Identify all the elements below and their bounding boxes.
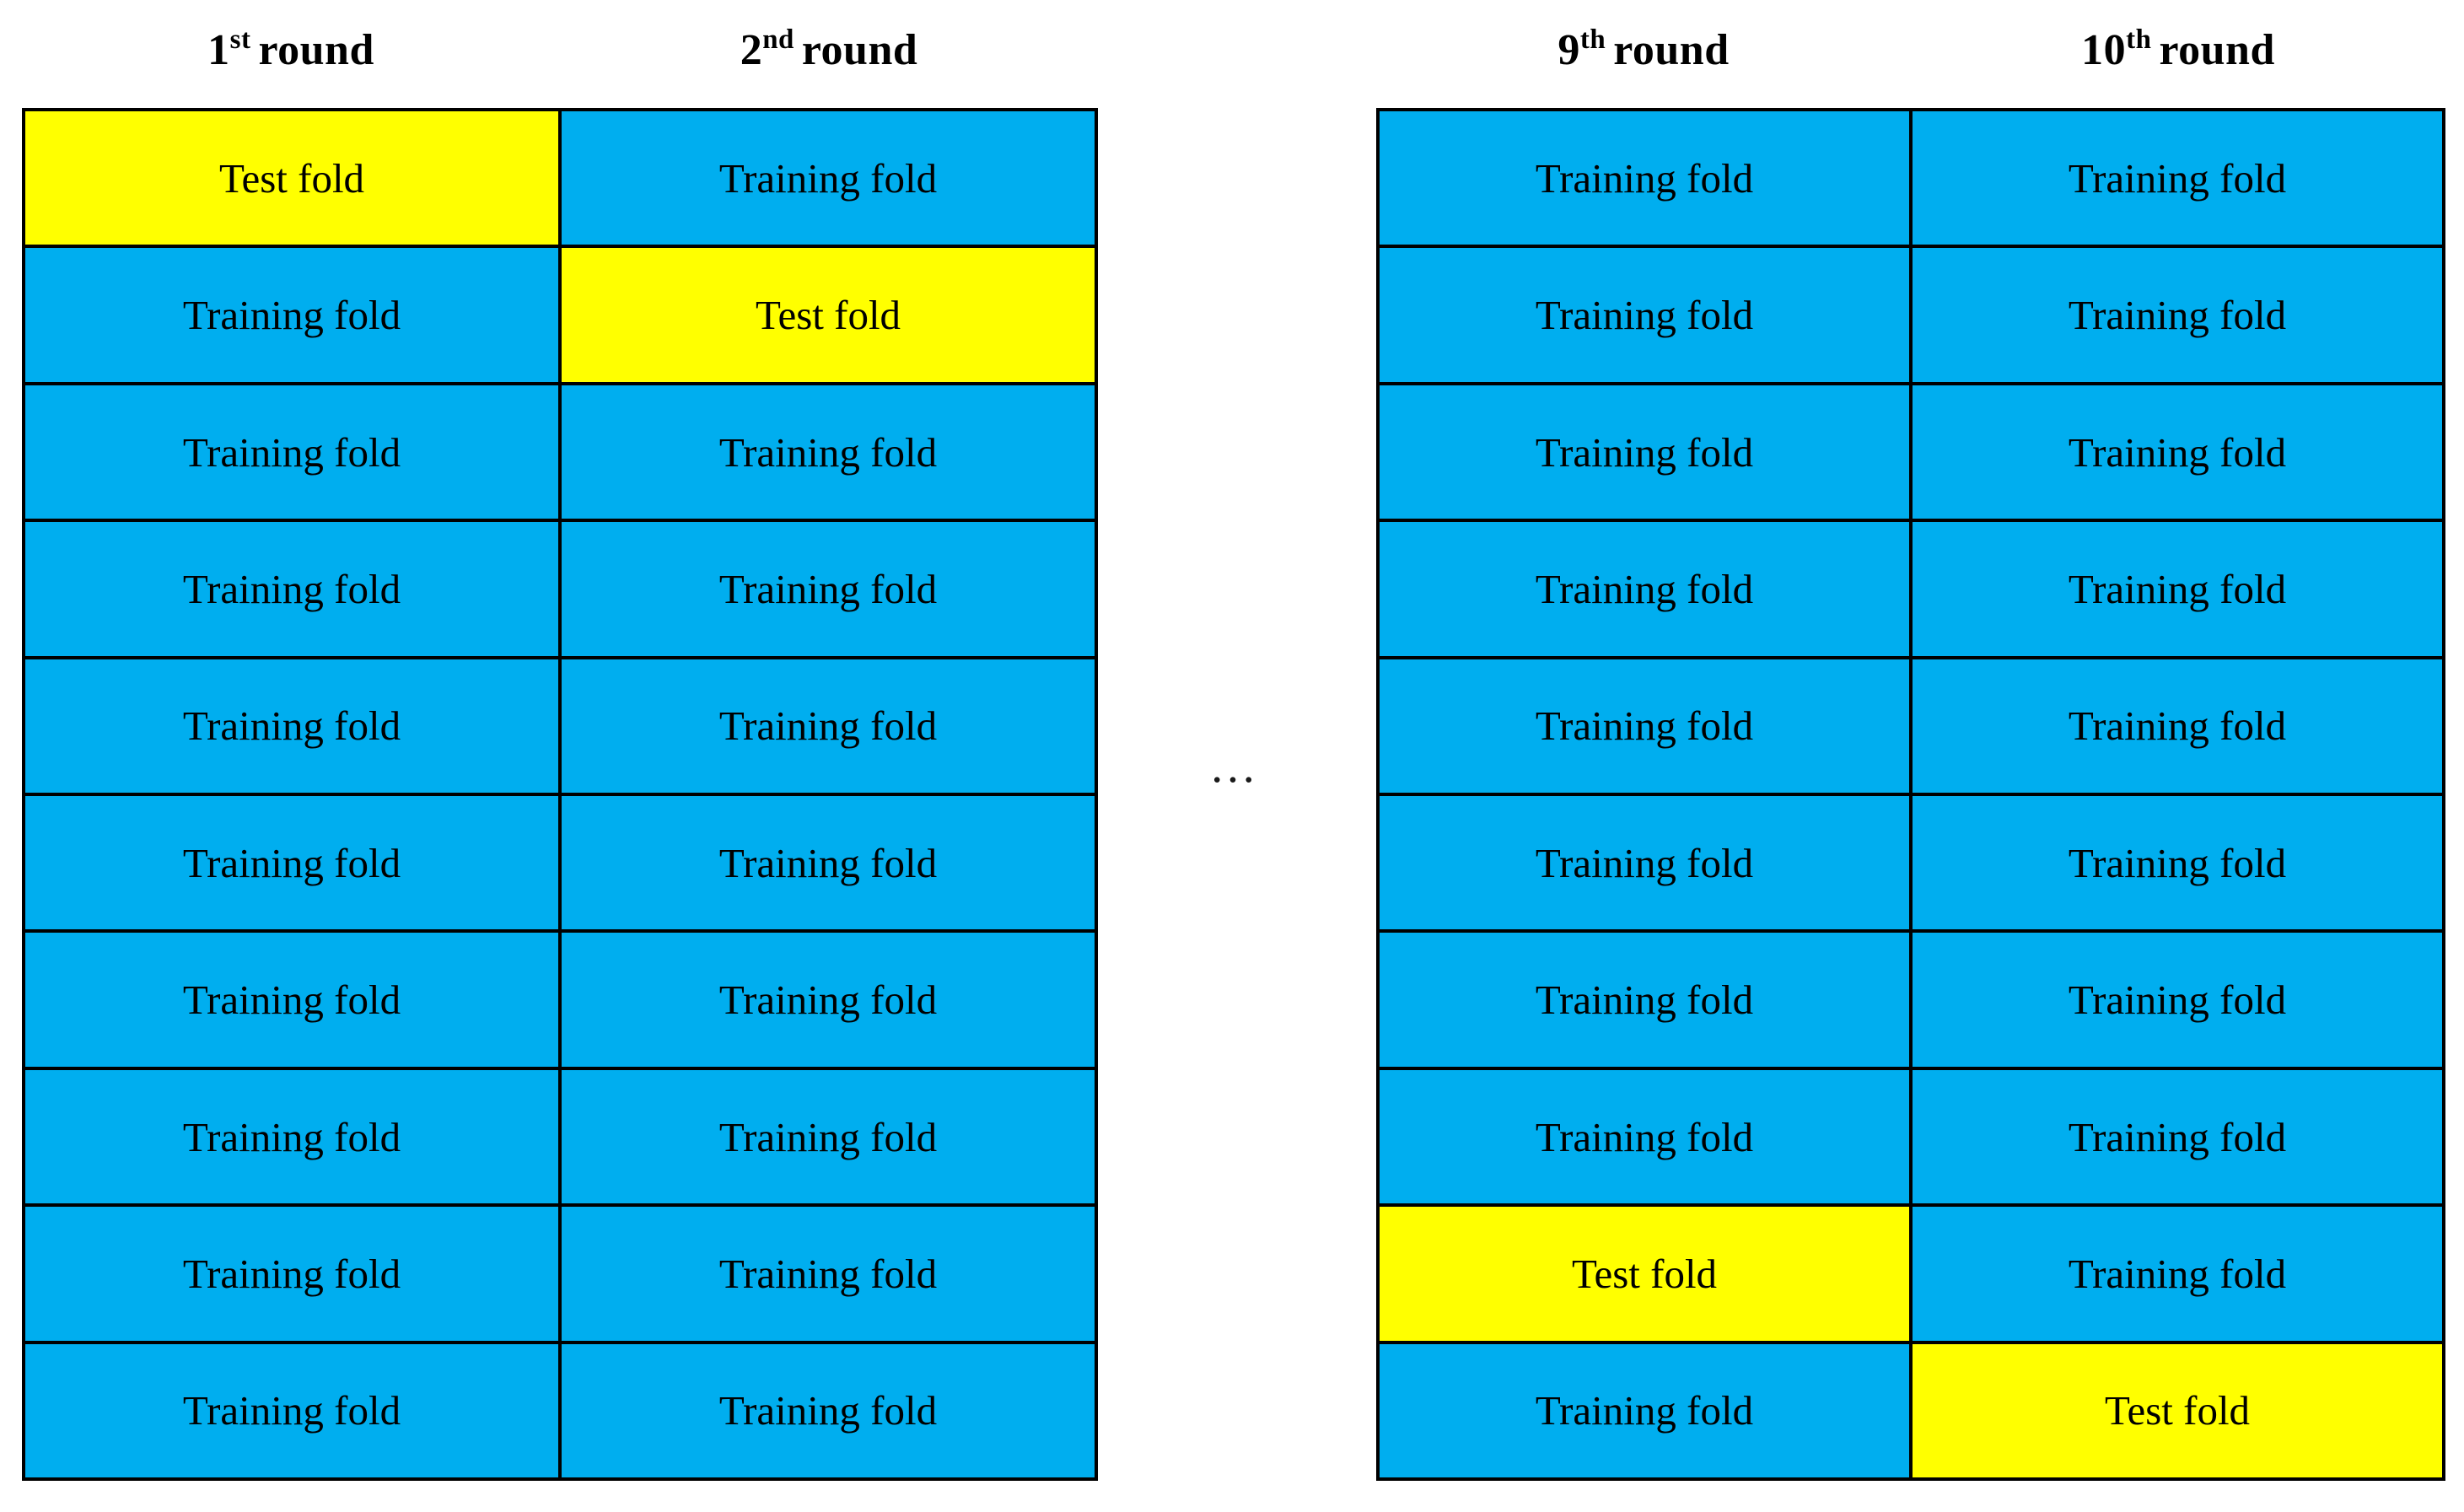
training-fold-cell: Training fold — [1913, 111, 2442, 249]
training-fold-cell: Training fold — [25, 1069, 558, 1208]
training-fold-cell: Training fold — [1380, 522, 1909, 659]
training-fold-cell: Training fold — [562, 796, 1095, 934]
test-fold-cell: Test fold — [1380, 1207, 1909, 1344]
test-fold-cell: Test fold — [25, 111, 558, 249]
round-header-number: 2 — [740, 25, 763, 74]
training-fold-cell: Training fold — [1380, 659, 1909, 797]
round-header-word: round — [1613, 25, 1730, 74]
ellipsis-separator: … — [1209, 740, 1265, 793]
training-fold-cell: Training fold — [1380, 111, 1909, 249]
training-fold-cell: Training fold — [1913, 659, 2442, 797]
training-fold-cell: Training fold — [1913, 1069, 2442, 1208]
training-fold-cell: Training fold — [1380, 1069, 1909, 1208]
training-fold-cell: Training fold — [25, 1343, 558, 1478]
training-fold-cell: Training fold — [25, 385, 558, 523]
training-fold-cell: Training fold — [25, 933, 558, 1070]
training-fold-cell: Training fold — [1913, 796, 2442, 934]
round-header-number: 1 — [207, 25, 230, 74]
training-fold-cell: Training fold — [562, 659, 1095, 797]
training-fold-cell: Training fold — [1913, 933, 2442, 1070]
training-fold-cell: Training fold — [562, 1207, 1095, 1344]
round-header-word: round — [801, 25, 918, 74]
training-fold-cell: Training fold — [1913, 522, 2442, 659]
training-fold-cell: Training fold — [1380, 933, 1909, 1070]
training-fold-cell: Training fold — [562, 385, 1095, 523]
training-fold-cell: Training fold — [25, 522, 558, 659]
training-fold-cell: Training fold — [562, 1069, 1095, 1208]
training-fold-cell: Training fold — [1380, 796, 1909, 934]
training-fold-cell: Training fold — [1913, 385, 2442, 523]
training-fold-cell: Training fold — [1913, 248, 2442, 385]
training-fold-cell: Training fold — [25, 1207, 558, 1344]
training-fold-cell: Training fold — [25, 796, 558, 934]
round-header-word: round — [2159, 25, 2275, 74]
training-fold-cell: Training fold — [25, 659, 558, 797]
training-fold-cell: Training fold — [25, 248, 558, 385]
training-fold-cell: Training fold — [562, 522, 1095, 659]
round-header-number: 10 — [2081, 25, 2127, 74]
training-fold-cell: Training fold — [1913, 1207, 2442, 1344]
round-header-word: round — [258, 25, 374, 74]
training-fold-cell: Training fold — [1380, 1343, 1909, 1478]
training-fold-cell: Training fold — [1380, 385, 1909, 523]
training-fold-cell: Training fold — [562, 111, 1095, 249]
test-fold-cell: Test fold — [1913, 1343, 2442, 1478]
round-header-number: 9 — [1557, 25, 1580, 74]
training-fold-cell: Training fold — [1380, 248, 1909, 385]
test-fold-cell: Test fold — [562, 248, 1095, 385]
training-fold-cell: Training fold — [562, 933, 1095, 1070]
training-fold-cell: Training fold — [562, 1343, 1095, 1478]
